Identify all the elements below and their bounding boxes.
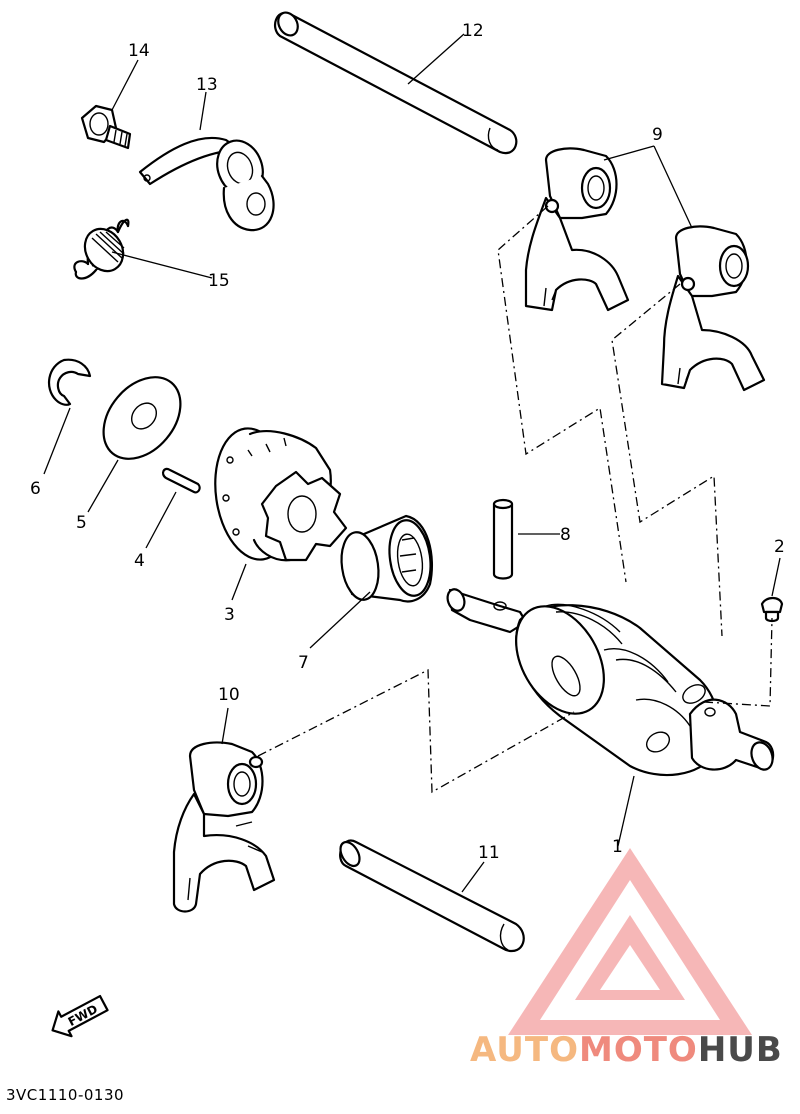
shift-drum-1 [446, 588, 775, 777]
dowel-pin-8 [492, 498, 514, 580]
callout-5: 5 [76, 513, 87, 533]
watermark-logo [508, 848, 752, 1035]
callout-9: 9 [652, 125, 663, 145]
pin-4 [161, 467, 201, 494]
watermark-brand: AUTOMOTOHUB [470, 1030, 783, 1070]
diagram-code: 3VC1110-0130 [6, 1086, 125, 1104]
callout-15: 15 [208, 271, 230, 291]
stopper-lever-13 [138, 136, 275, 232]
spring-15 [73, 218, 130, 280]
shift-rod-11 [339, 839, 525, 953]
brand-part-hub: HUB [697, 1030, 783, 1070]
shift-fork-9b [660, 225, 766, 392]
callout-6: 6 [30, 479, 41, 499]
callout-leaders [43, 33, 781, 893]
callout-labels: 12 14 13 15 9 6 5 4 3 7 8 2 10 11 1 [30, 21, 785, 863]
plug-2 [760, 596, 784, 623]
shift-fork-10 [172, 741, 276, 913]
segment-3 [214, 427, 348, 562]
callout-13: 13 [196, 75, 218, 95]
callout-10: 10 [218, 685, 240, 705]
callout-2: 2 [774, 537, 785, 557]
callout-11: 11 [478, 843, 500, 863]
shift-fork-9a [524, 147, 630, 312]
bolt-14 [80, 104, 132, 150]
assembly-guide-lines [257, 205, 773, 794]
shift-rod-12 [273, 11, 518, 155]
callout-4: 4 [134, 551, 145, 571]
callout-8: 8 [560, 525, 571, 545]
fwd-arrow-icon: FWD [51, 994, 109, 1038]
callout-14: 14 [128, 41, 150, 61]
brand-part-moto: MOTO [578, 1030, 698, 1070]
callout-3: 3 [224, 605, 235, 625]
callout-1: 1 [612, 837, 623, 857]
bearing-7 [340, 514, 434, 603]
callout-7: 7 [298, 653, 309, 673]
circlip-6 [47, 358, 92, 406]
callout-12: 12 [462, 21, 484, 41]
washer-5 [102, 376, 182, 460]
brand-part-auto: AUTO [470, 1030, 579, 1070]
